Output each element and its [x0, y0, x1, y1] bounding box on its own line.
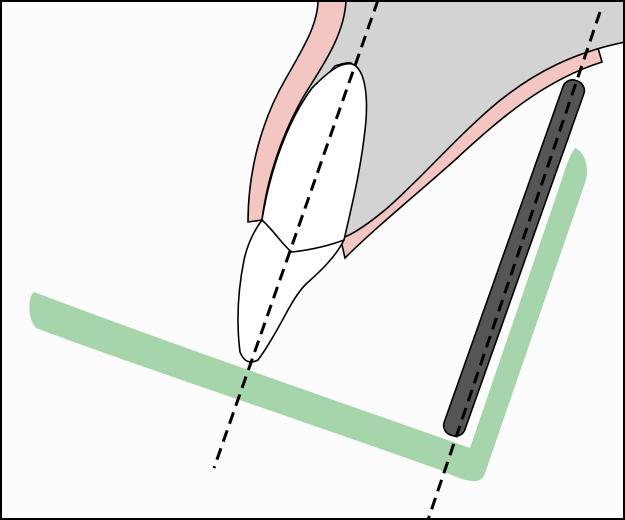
- xray-rod-body: [442, 79, 586, 437]
- tooth-cej-line: [261, 219, 345, 253]
- beam-axis: [426, 11, 602, 520]
- tooth-outline: [237, 63, 368, 363]
- receptor-holder: [29, 148, 587, 482]
- tooth-long-axis: [212, 0, 380, 469]
- xray-beam-indicator: [442, 79, 586, 437]
